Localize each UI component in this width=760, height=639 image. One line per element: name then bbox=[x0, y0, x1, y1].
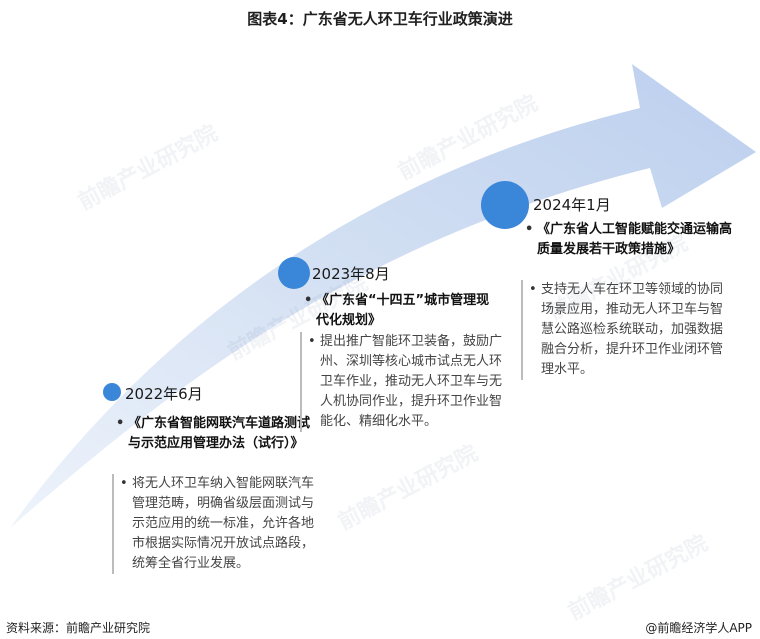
source-note: 资料来源：前瞻产业研究院 bbox=[6, 621, 151, 635]
milestone-2023-description: 提出推广智能环卫装备，鼓励广州、深圳等核心城市试点无人环卫车作业，推动无人环卫车… bbox=[300, 332, 504, 432]
milestone-date: 2022年6月 bbox=[125, 385, 203, 403]
milestone-2022-description: 将无人环卫车纳入智能网联汽车管理范畴，明确省级层面测试与示范应用的统一标准，允许… bbox=[112, 474, 314, 574]
milestone-2023-document: 《广东省“十四五”城市管理现代化规划》 bbox=[304, 291, 500, 331]
policy-description: 支持无人车在环卫等领域的协同场景应用，推动无人环卫车与智慧公路巡检系统联动，加强… bbox=[529, 280, 733, 380]
policy-description: 将无人环卫车纳入智能网联汽车管理范畴，明确省级层面测试与示范应用的统一标准，允许… bbox=[120, 474, 314, 574]
chart-title: 图表4：广东省无人环卫车行业政策演进 bbox=[247, 10, 513, 28]
policy-document-title: 《广东省智能网联汽车道路测试与示范应用管理办法（试行）》 bbox=[116, 414, 316, 454]
milestone-date: 2024年1月 bbox=[533, 196, 611, 214]
milestone-date: 2023年8月 bbox=[312, 265, 390, 283]
milestone-dot-2022 bbox=[103, 383, 121, 401]
arrow-shape bbox=[10, 64, 756, 528]
milestone-2022-document: 《广东省智能网联汽车道路测试与示范应用管理办法（试行）》 bbox=[116, 414, 316, 454]
milestone-2024-document: 《广东省人工智能赋能交通运输高质量发展若干政策措施》 bbox=[525, 220, 735, 260]
footer: 资料来源：前瞻产业研究院 @前瞻经济学人APP bbox=[0, 613, 760, 639]
milestone-2024-description: 支持无人车在环卫等领域的协同场景应用，推动无人环卫车与智慧公路巡检系统联动，加强… bbox=[521, 280, 733, 380]
policy-document-title: 《广东省人工智能赋能交通运输高质量发展若干政策措施》 bbox=[525, 220, 735, 260]
policy-description: 提出推广智能环卫装备，鼓励广州、深圳等核心城市试点无人环卫车作业，推动无人环卫车… bbox=[308, 332, 504, 432]
brand-credit: @前瞻经济学人APP bbox=[645, 621, 752, 635]
milestone-dot-2023 bbox=[278, 257, 310, 289]
milestone-dot-2024 bbox=[481, 181, 529, 229]
policy-document-title: 《广东省“十四五”城市管理现代化规划》 bbox=[304, 291, 500, 331]
